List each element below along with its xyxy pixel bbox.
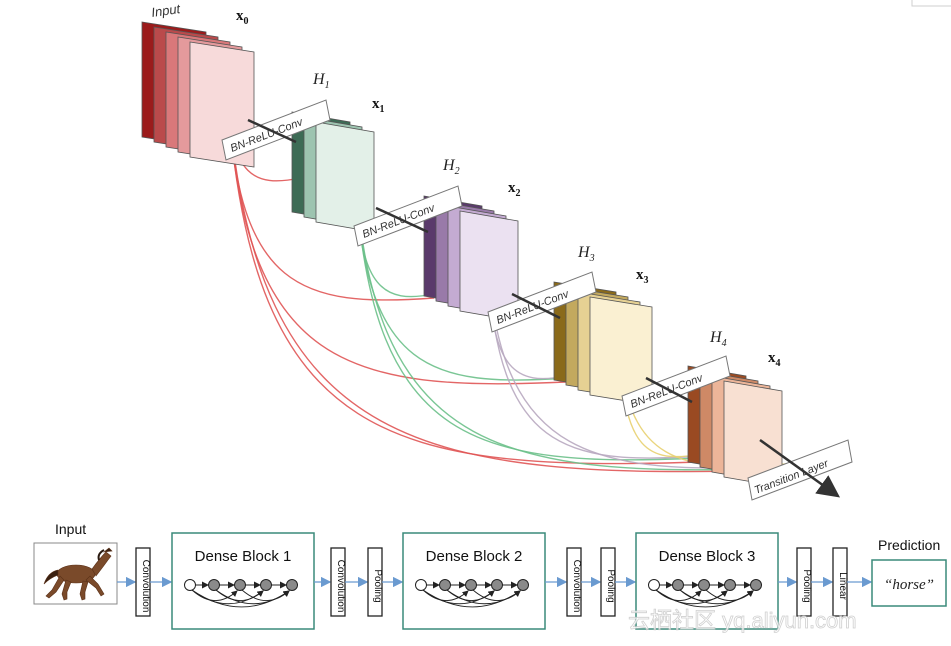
node-2	[698, 579, 710, 591]
dense-block-label: Dense Block 1	[195, 548, 292, 565]
node-skip-2-4	[241, 589, 290, 601]
prediction-box	[871, 559, 947, 607]
layer-stack-x1	[291, 111, 375, 233]
dense-connection-1-3	[355, 185, 783, 471]
node-skip-2-4	[705, 589, 754, 601]
node-4	[750, 579, 762, 591]
transform-arrow-h2	[375, 206, 429, 234]
feature-map-1-2	[315, 121, 375, 233]
h2-label: H2	[442, 157, 460, 177]
horse-image	[33, 542, 118, 605]
transform-plate-h2	[353, 185, 463, 247]
layer-stack-x3	[553, 281, 653, 406]
node-2	[234, 579, 246, 591]
dense-block-label: Dense Block 2	[426, 548, 523, 565]
node-4	[517, 579, 529, 591]
stage-label-5: Convolution	[571, 560, 582, 613]
node-3	[724, 579, 736, 591]
corner-frame	[911, 0, 951, 7]
x2-label: x2	[508, 180, 521, 199]
node-2	[465, 579, 477, 591]
x1-label: x1	[372, 96, 385, 115]
layer-stack-x4	[687, 365, 783, 488]
layer-stack-x2	[423, 195, 519, 322]
dense-block-4: Dense Block 2	[402, 532, 546, 630]
transform-plate-h4	[621, 355, 731, 417]
h3-label: H3	[577, 244, 595, 264]
node-3	[260, 579, 272, 591]
node-skip-2-4	[472, 589, 521, 601]
stage-label-8: Pooling	[801, 569, 812, 602]
stage-label-9: Linear	[837, 572, 848, 600]
pipeline-input-label: Input	[55, 521, 86, 537]
node-0	[184, 579, 196, 591]
transition-arrow	[759, 438, 841, 498]
dense-connection-0-4	[227, 97, 781, 473]
x0-label: x0	[236, 8, 249, 27]
stage-label-6: Pooling	[605, 569, 616, 602]
node-1	[672, 579, 684, 591]
dense-connection-0-2	[227, 97, 567, 385]
dense-block-1: Dense Block 1	[171, 532, 315, 630]
stage-label-3: Pooling	[372, 569, 383, 602]
node-1	[208, 579, 220, 591]
prediction-title: Prediction	[878, 537, 940, 553]
block-input-label: Input	[150, 1, 182, 20]
dense-block-label: Dense Block 3	[659, 548, 756, 565]
node-0	[648, 579, 660, 591]
node-3	[491, 579, 503, 591]
transform-arrow-h4	[645, 376, 693, 404]
h4-label: H4	[709, 329, 727, 349]
x4-label: x4	[768, 350, 781, 369]
pipeline: Convolution Dense Block 1 Convolution Pooli…	[117, 532, 873, 630]
prediction-value: “horse”	[884, 577, 934, 593]
transform-plate-h3	[487, 271, 597, 333]
transform-arrow-h1	[247, 118, 297, 144]
feature-map-stacks	[141, 21, 783, 488]
watermark-text: 云栖社区 yq.aliyun.com	[628, 608, 857, 633]
x3-label: x3	[636, 267, 649, 286]
dense-connection-1-2	[355, 185, 701, 461]
h1-label: H1	[312, 71, 330, 91]
transform-arrow-h3	[511, 292, 561, 320]
node-4	[286, 579, 298, 591]
transform-plate-h1	[221, 99, 331, 161]
stage-label-0: Convolution	[140, 560, 151, 613]
stage-label-2: Convolution	[335, 560, 346, 613]
node-0	[415, 579, 427, 591]
node-1	[439, 579, 451, 591]
dense-block-7: Dense Block 3	[635, 532, 779, 630]
